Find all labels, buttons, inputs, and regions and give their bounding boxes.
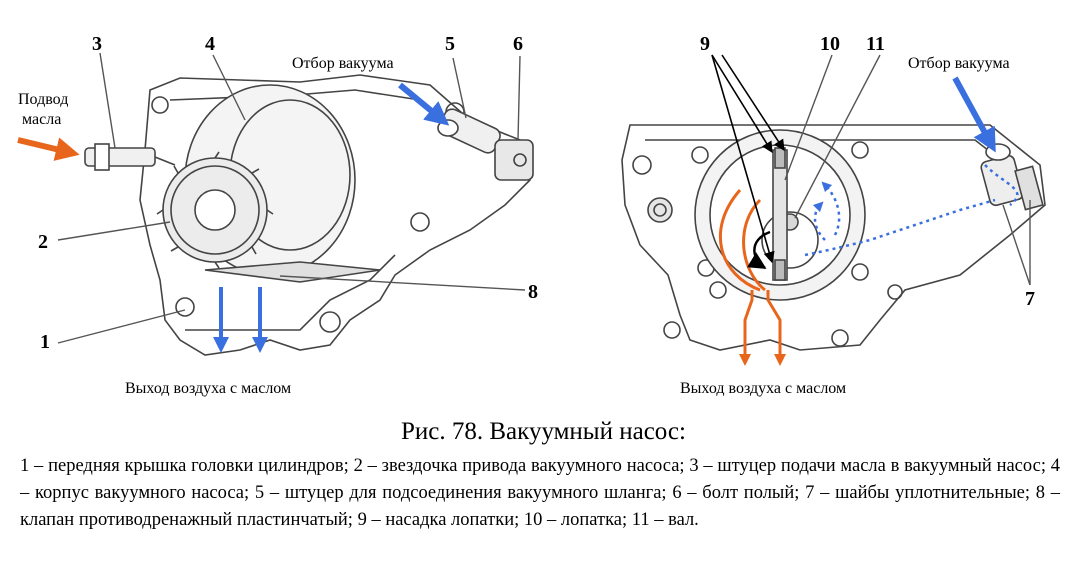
anti-drain-valve <box>204 261 381 283</box>
callout-11: 11 <box>866 33 885 55</box>
oil-inlet-label-line2: масла <box>22 111 61 128</box>
vacuum-takeoff-arrow-left <box>398 82 450 126</box>
callout-5: 5 <box>445 33 455 55</box>
vacuum-takeoff-arrow-right <box>952 76 996 153</box>
vacuum-pump-figure: 3 4 5 6 2 8 1 Подвод масла Отбор вакуума… <box>17 33 1046 397</box>
housing-outline <box>621 124 1046 351</box>
oil-flow-lines <box>718 189 786 366</box>
callout-8: 8 <box>528 281 538 303</box>
air-oil-outlet-label-right: Выход воздуха с маслом <box>680 380 846 397</box>
vane-tip-bottom <box>774 259 786 281</box>
callout-1: 1 <box>40 331 50 353</box>
sprocket <box>156 151 274 269</box>
right-view <box>621 124 1046 351</box>
rotation-arrow <box>747 230 771 270</box>
callout-6: 6 <box>513 33 523 55</box>
oil-inlet-fitting <box>84 143 176 171</box>
figure-legend: 1 – передняя крышка головки цилиндров; 2… <box>20 456 1060 530</box>
front-cover-outline <box>139 74 531 356</box>
callout-10: 10 <box>820 33 840 55</box>
vacuum-fitting <box>437 108 534 181</box>
air-oil-outlet-label-left: Выход воздуха с маслом <box>125 380 291 397</box>
vacuum-takeoff-label-right: Отбор вакуума <box>908 55 1010 72</box>
callout-7: 7 <box>1025 288 1035 310</box>
callout-2: 2 <box>38 231 48 253</box>
right-callout-lines-2 <box>784 54 1031 286</box>
callout-4: 4 <box>205 33 215 55</box>
left-callout-lines <box>57 52 526 344</box>
oil-inlet-arrow <box>17 137 80 161</box>
vane-tip-top <box>774 147 786 169</box>
callout-9: 9 <box>700 33 710 55</box>
callout-3: 3 <box>92 33 102 55</box>
figure-caption: Рис. 78. Вакуумный насос: <box>401 418 686 445</box>
left-view <box>84 74 534 356</box>
right-callout-lines <box>711 54 785 264</box>
oil-inlet-label-line1: Подвод <box>18 91 68 108</box>
vacuum-flow-dotted <box>804 164 1019 257</box>
vacuum-takeoff-label-left: Отбор вакуума <box>292 55 394 72</box>
